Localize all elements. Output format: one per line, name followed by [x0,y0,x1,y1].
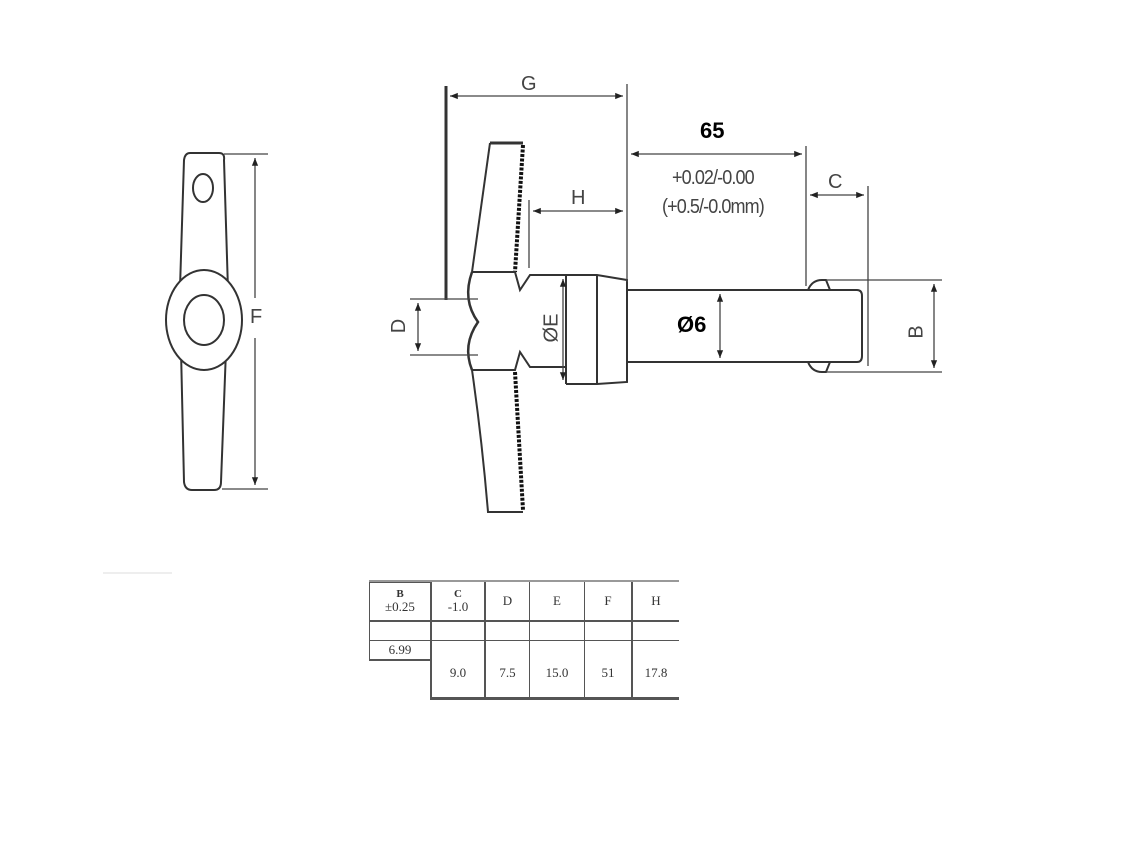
label-F: F [250,305,263,329]
label-D: D [388,318,411,334]
label-length-tolerance-mm: (+0.5/-0.0mm) [662,196,765,218]
dimension-C [810,186,869,366]
dimension-F [222,153,268,490]
front-view-pin [444,86,863,513]
value-E: 15.0 [545,664,569,680]
dimension-H [528,200,623,268]
spec-table: B ±0.25 C -1.0 D E F H 6.99 9.0 7.5 15.0… [369,580,679,700]
header-H: H [651,593,661,609]
value-D: 7.5 [499,664,516,680]
header-B: B ±0.25 [385,587,415,615]
label-G: G [521,73,537,95]
dimension-D [410,298,478,356]
label-length-tolerance-in: +0.02/-0.00 [672,167,755,189]
dimension-length [631,146,807,286]
header-E: E [553,593,561,609]
header-C: C -1.0 [447,587,469,615]
header-F: F [604,593,612,609]
dimension-G [450,84,628,282]
label-E: ØE [540,313,563,343]
value-F: 51 [601,664,615,680]
value-H: 17.8 [644,664,668,680]
dimension-B [826,279,942,373]
label-B: B [905,325,928,339]
value-B: 6.99 [388,641,412,657]
header-D: D [502,593,513,609]
side-view-handle [165,152,243,491]
label-length: 65 [700,118,725,143]
label-H: H [571,187,586,209]
value-C: 9.0 [449,664,467,680]
label-C: C [828,171,843,193]
label-shaft-diameter: Ø6 [677,312,707,337]
